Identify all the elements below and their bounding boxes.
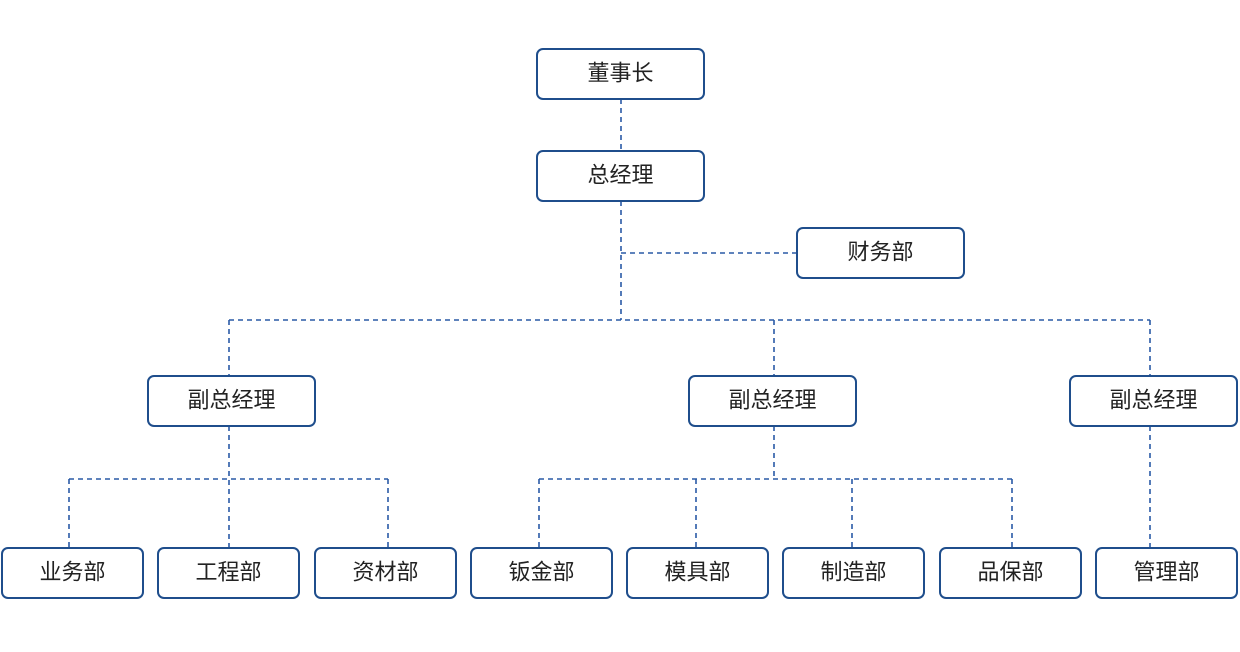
node-deputy-2[interactable]: 副总经理: [688, 375, 857, 427]
node-materials[interactable]: 资材部: [314, 547, 457, 599]
node-finance[interactable]: 财务部: [796, 227, 965, 279]
node-label: 制造部: [820, 561, 886, 586]
node-mold[interactable]: 模具部: [626, 547, 769, 599]
node-label: 副总经理: [1109, 389, 1197, 414]
node-management[interactable]: 管理部: [1095, 547, 1238, 599]
node-label: 资材部: [352, 561, 418, 586]
node-engineering[interactable]: 工程部: [157, 547, 300, 599]
connectors: [68, 99, 1151, 548]
node-label: 工程部: [195, 561, 261, 586]
node-general-manager[interactable]: 总经理: [536, 150, 705, 202]
node-sheet-metal[interactable]: 钣金部: [470, 547, 613, 599]
node-business[interactable]: 业务部: [1, 547, 144, 599]
node-label: 副总经理: [187, 389, 275, 414]
node-label: 总经理: [587, 164, 653, 189]
node-deputy-3[interactable]: 副总经理: [1069, 375, 1238, 427]
node-manufacturing[interactable]: 制造部: [782, 547, 925, 599]
node-label: 副总经理: [728, 389, 816, 414]
node-label: 管理部: [1133, 561, 1199, 586]
node-label: 业务部: [39, 561, 105, 586]
node-deputy-1[interactable]: 副总经理: [147, 375, 316, 427]
node-label: 董事长: [587, 62, 653, 87]
node-label: 钣金部: [508, 561, 574, 586]
nodes: 董事长 总经理 财务部 副总经理 副总经理 副总经理 业务部 工: [1, 48, 1238, 599]
node-label: 财务部: [847, 241, 913, 266]
node-chairman[interactable]: 董事长: [536, 48, 705, 100]
node-label: 品保部: [977, 561, 1043, 586]
node-quality[interactable]: 品保部: [939, 547, 1082, 599]
node-label: 模具部: [664, 561, 730, 586]
